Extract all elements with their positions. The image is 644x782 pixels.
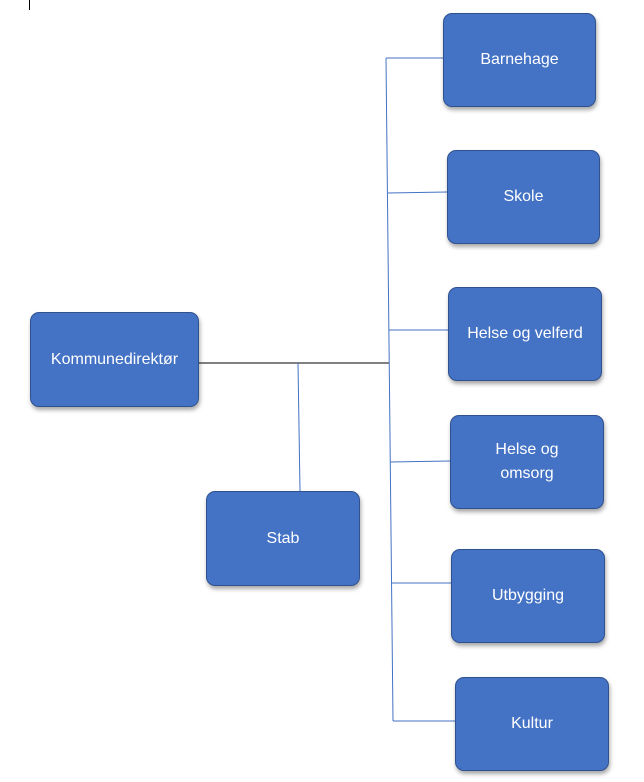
node-utbygging[interactable]: Utbygging [451, 549, 605, 643]
node-barnehage[interactable]: Barnehage [443, 13, 596, 107]
node-stab[interactable]: Stab [206, 491, 360, 586]
node-helse-og-omsorg[interactable]: Helse og omsorg [450, 415, 604, 509]
text-cursor [29, 0, 30, 10]
node-label: Barnehage [480, 51, 559, 68]
branch-connector-helse-omsorg [389, 460, 451, 463]
node-skole[interactable]: Skole [447, 150, 600, 244]
node-kultur[interactable]: Kultur [455, 677, 609, 771]
node-label: Skole [503, 188, 544, 205]
node-label: Utbygging [491, 587, 565, 604]
node-label: Stab [266, 529, 300, 547]
spine-connector [385, 57, 394, 722]
node-label: Helse og omsorg [495, 441, 559, 482]
stab-connector [297, 362, 301, 492]
node-label: Helse og velferd [467, 325, 583, 342]
node-label: Kommunedirektør [50, 350, 179, 368]
node-label: Kultur [511, 715, 553, 732]
branch-connector-skole [387, 191, 448, 194]
node-kommunedirektor[interactable]: Kommunedirektør [30, 312, 199, 407]
node-helse-og-velferd[interactable]: Helse og velferd [448, 287, 602, 381]
